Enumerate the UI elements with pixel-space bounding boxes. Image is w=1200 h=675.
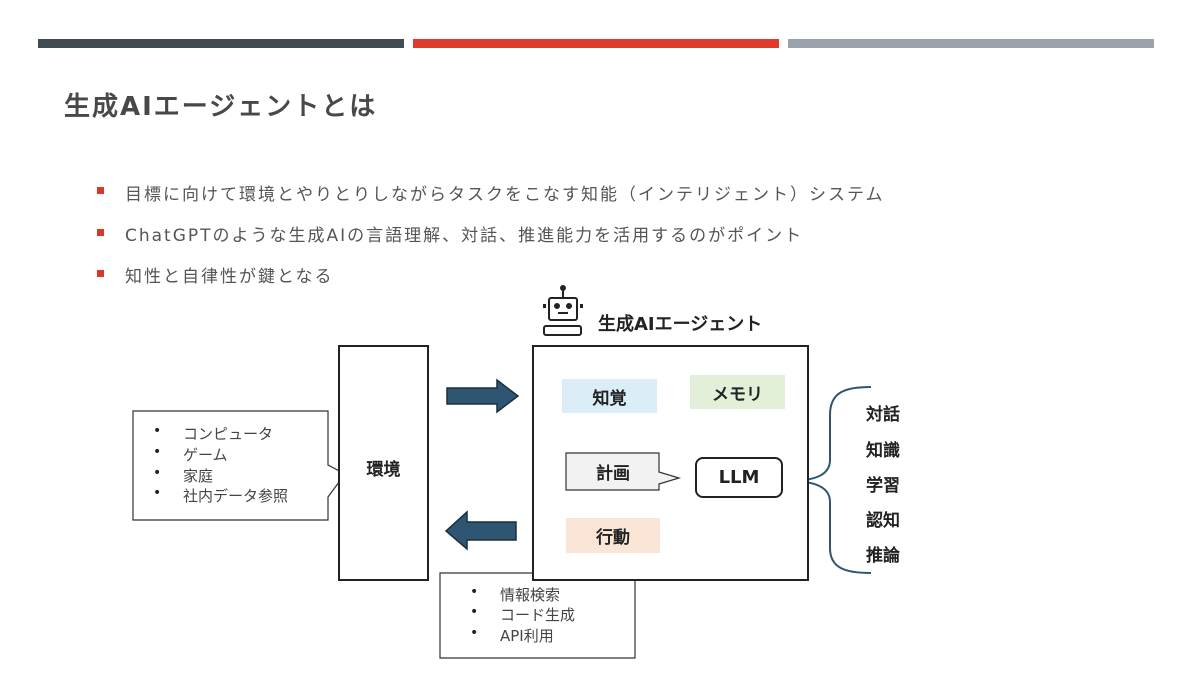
slide-title: 生成AIエージェントとは (64, 92, 378, 122)
robot-icon (543, 285, 583, 336)
planning-callout (565, 452, 682, 491)
bullet-marker (97, 229, 104, 236)
planning-label: 計画 (596, 464, 630, 484)
action-example: API利用 (500, 627, 554, 645)
header-bar-gray (788, 39, 1154, 48)
list-bullet: • (153, 485, 162, 501)
arrow-right-icon (446, 378, 520, 414)
environment-label: 環境 (366, 459, 401, 480)
env-example: 社内データ参照 (183, 487, 289, 505)
llm-box: LLM (695, 457, 783, 498)
agent-title: 生成AIエージェント (598, 314, 763, 335)
capability-label: 知識 (866, 441, 900, 461)
bullet-text: 目標に向けて環境とやりとりしながらタスクをこなす知能（インテリジェント）システム (125, 185, 885, 205)
list-bullet: • (470, 625, 479, 641)
bullet-text: 知性と自律性が鍵となる (125, 267, 334, 287)
header-bar-red (413, 39, 779, 48)
arrow-left-icon (444, 510, 517, 551)
environment-callout (132, 410, 346, 521)
env-example: ゲーム (183, 446, 228, 464)
environment-box (338, 345, 429, 581)
list-bullet: • (153, 444, 162, 460)
env-example: 家庭 (183, 467, 214, 485)
list-bullet: • (153, 465, 162, 481)
header-bar-dark (38, 39, 404, 48)
capability-label: 対話 (866, 405, 900, 425)
list-bullet: • (470, 604, 479, 620)
bullet-text: ChatGPTのような生成AIの言語理解、対話、推進能力を活用するのがポイント (125, 226, 804, 246)
capability-label: 認知 (866, 511, 900, 531)
capability-label: 推論 (866, 546, 900, 566)
list-bullet: • (470, 584, 479, 600)
action-box: 行動 (566, 518, 660, 553)
action-example: コード生成 (500, 606, 576, 624)
action-example: 情報検索 (500, 586, 561, 604)
env-example: コンピュータ (183, 425, 274, 443)
memory-box: メモリ (690, 375, 785, 409)
bullet-marker (97, 187, 104, 194)
perception-box: 知覚 (562, 379, 657, 413)
capability-label: 学習 (866, 476, 900, 496)
list-bullet: • (153, 423, 162, 439)
bullet-marker (97, 270, 104, 277)
